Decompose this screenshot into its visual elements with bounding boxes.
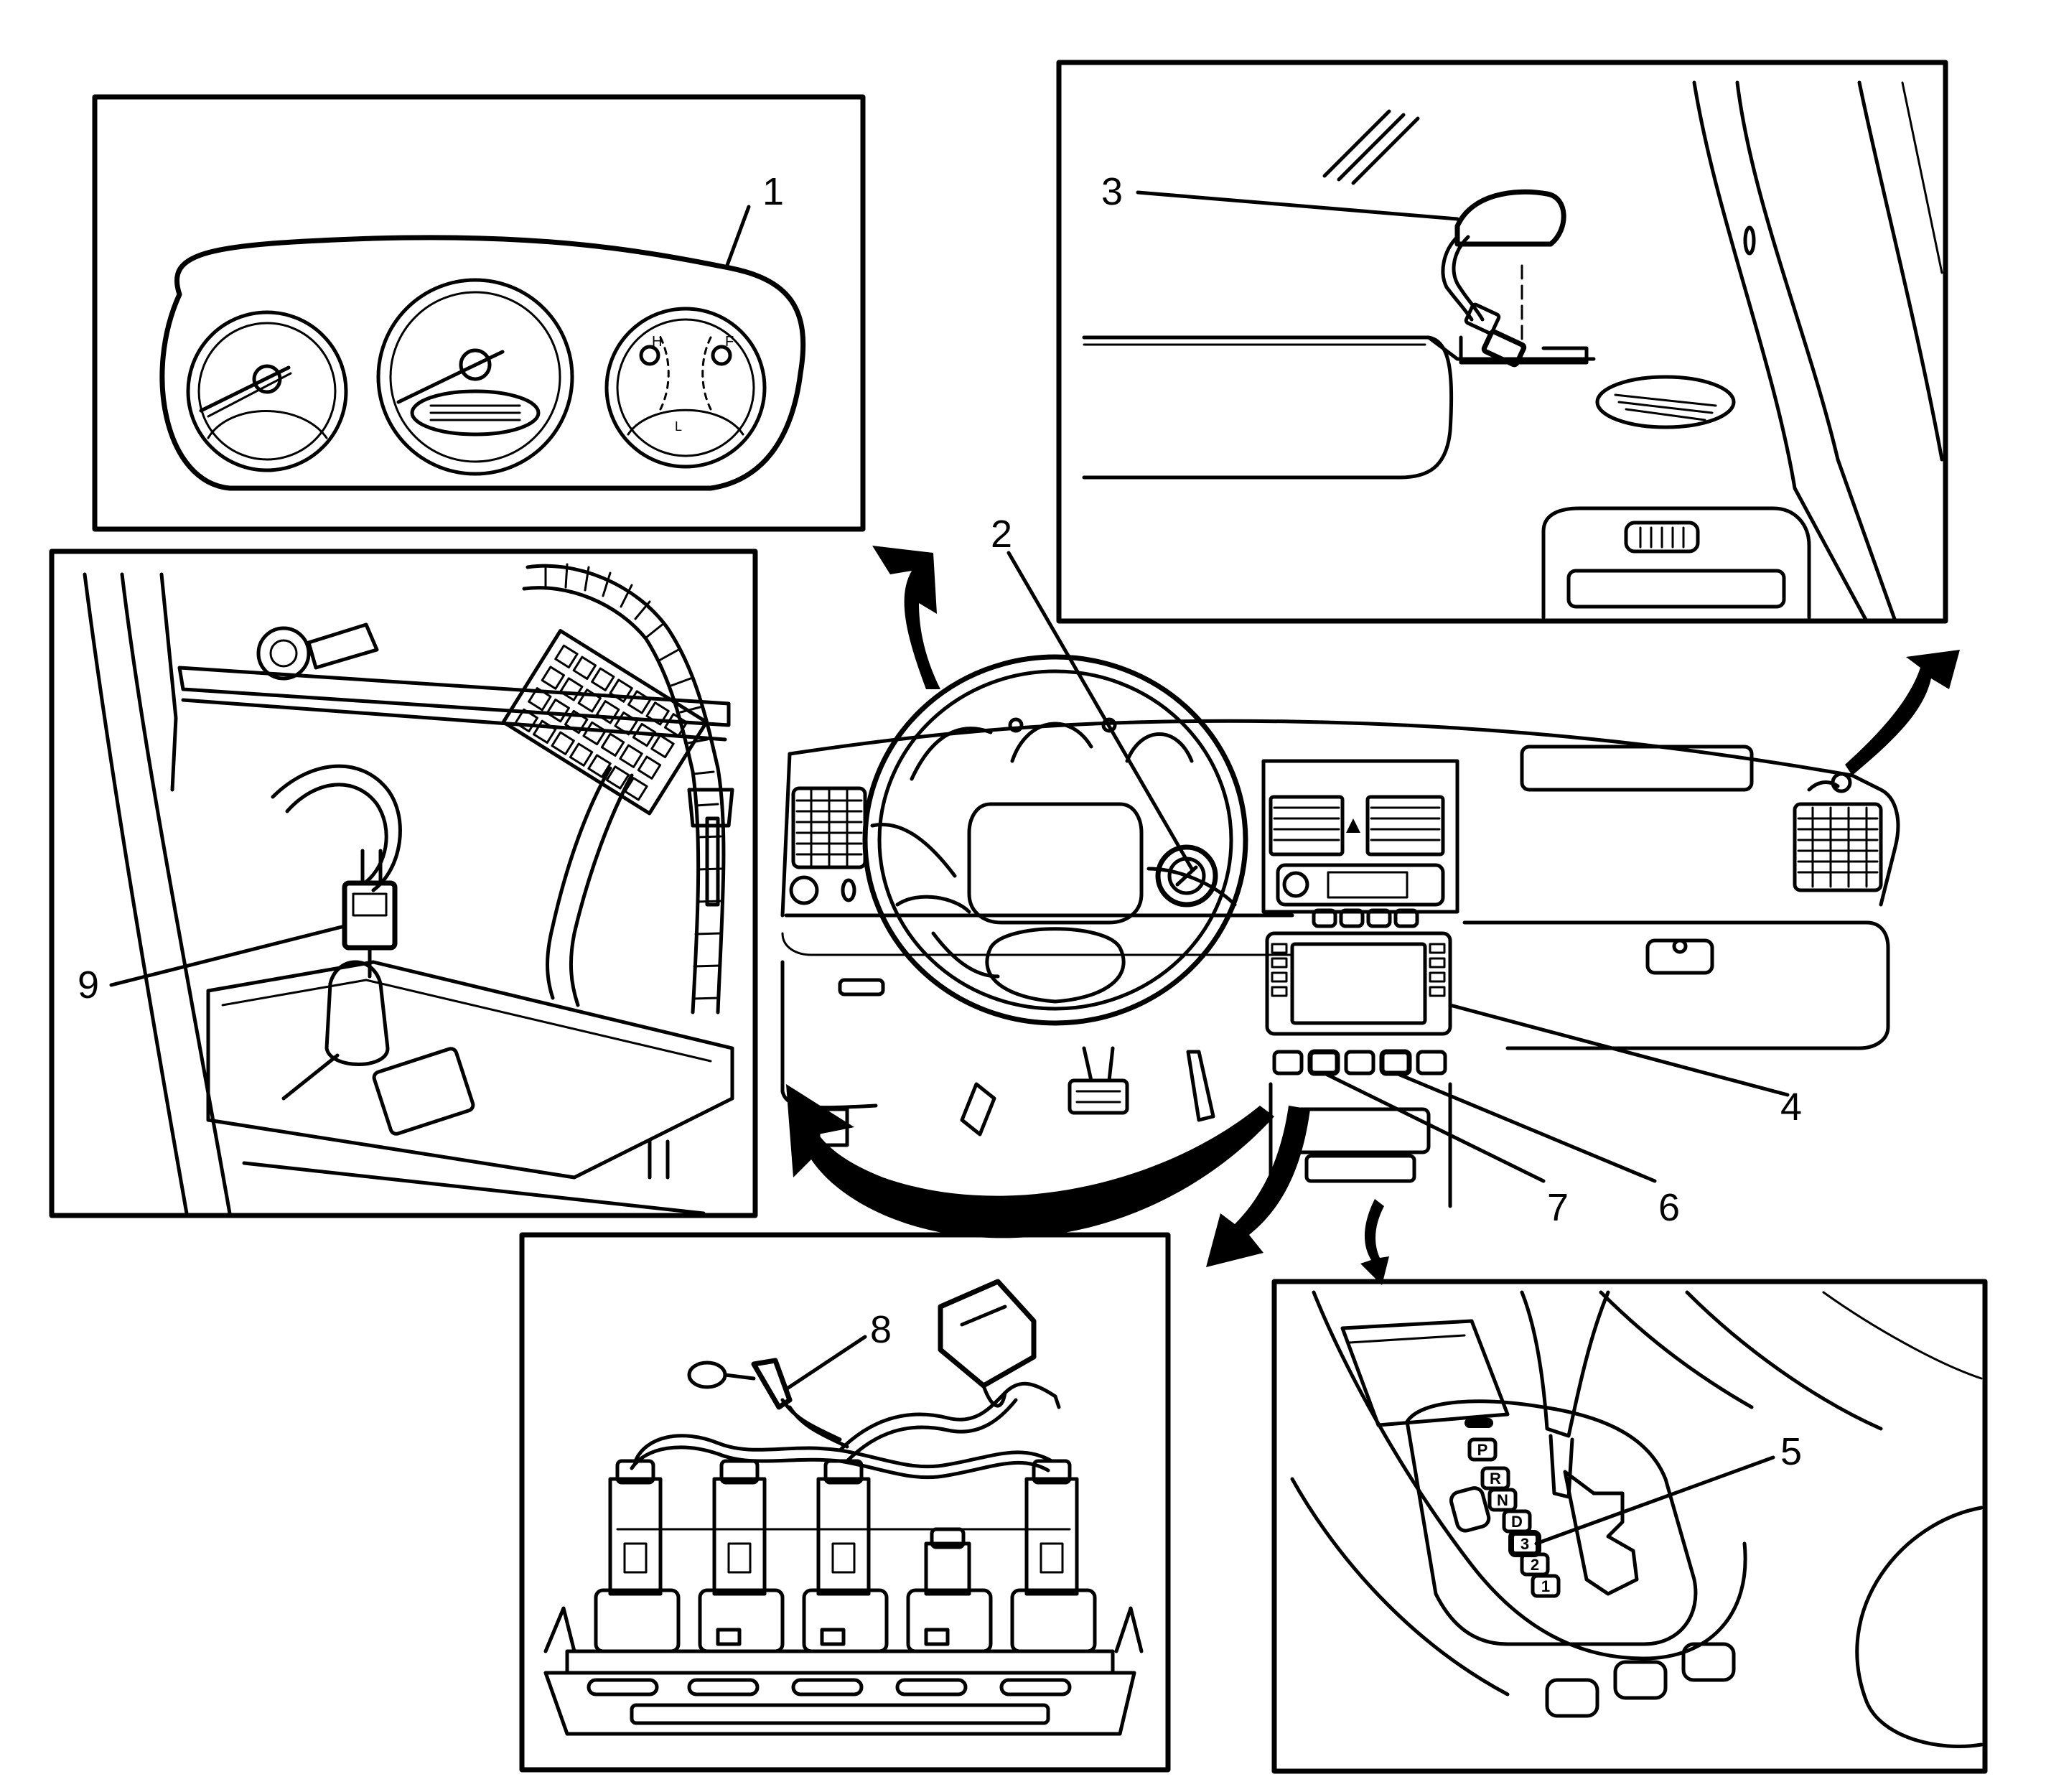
callout-8: 8 — [870, 1308, 892, 1351]
callout-7: 7 — [1547, 1186, 1569, 1229]
bulb-sockets — [608, 1459, 1079, 1596]
sensor-harness — [1441, 235, 1474, 322]
gear-2 — [1520, 1552, 1550, 1577]
shift-lever — [1520, 1290, 1610, 1438]
gear-label-p: P — [1477, 1441, 1488, 1459]
ignition-switch — [1155, 844, 1218, 907]
gear-label-2: 2 — [1531, 1556, 1539, 1574]
leader-line-8 — [784, 1335, 867, 1391]
arrow-to-shifter — [1360, 1199, 1389, 1285]
bulb-8 — [687, 1361, 727, 1389]
gear-n — [1487, 1488, 1518, 1512]
gear-label-3: 3 — [1521, 1535, 1529, 1553]
leader-line-7 — [1322, 1071, 1546, 1183]
leader-line-6 — [1394, 1071, 1657, 1183]
gauge-letter-h: H — [652, 334, 662, 350]
gear-label-r: R — [1490, 1470, 1501, 1488]
panel-frame — [519, 1232, 1171, 1773]
shift-gate — [1563, 1470, 1639, 1596]
console-buttons — [1545, 1642, 1736, 1718]
a-pillar — [1692, 80, 1869, 623]
display-4 — [1265, 931, 1452, 1036]
panel-instrument-cluster: H F L 1 — [92, 94, 866, 532]
gear-p — [1467, 1437, 1498, 1462]
leader-line-9 — [109, 924, 347, 987]
steering-wheel — [862, 654, 1248, 1026]
shifter-bezel — [1405, 1399, 1698, 1646]
speedometer-needle — [396, 350, 505, 404]
glovebox — [1462, 920, 1890, 1050]
speedometer-gauge — [376, 278, 574, 476]
gear-1 — [1531, 1574, 1561, 1598]
cross-car-beam — [177, 666, 731, 727]
side-vent — [1595, 375, 1736, 429]
storage-bin — [1340, 1319, 1510, 1427]
arrow-to-cluster — [872, 546, 940, 689]
sensor-3 — [1454, 189, 1566, 247]
gear-label-n: N — [1497, 1491, 1508, 1509]
panel-frame — [1056, 60, 1948, 624]
airbag-pad — [967, 802, 1144, 925]
switch-connector — [938, 1279, 1037, 1389]
gear-label-1: 1 — [1541, 1577, 1550, 1595]
callout-4: 4 — [1780, 1086, 1802, 1129]
gauge-letter-f: F — [725, 334, 734, 350]
switch-bank — [1272, 1049, 1447, 1076]
round-connector — [256, 626, 311, 681]
parking-brake-pedal — [960, 1082, 996, 1137]
leader-line-2 — [1006, 551, 1194, 871]
cluster-housing — [159, 235, 806, 491]
panel-frame — [49, 549, 758, 1218]
callout-2: 2 — [991, 513, 1012, 556]
switch-7 — [1307, 1049, 1340, 1076]
switch-6 — [1379, 1049, 1412, 1076]
panel-harness-behind-dash: 9 — [49, 549, 758, 1218]
arrow-to-switch-detail — [1206, 1106, 1310, 1267]
fuel-temp-gauge — [604, 307, 767, 469]
right-vent — [1793, 802, 1883, 892]
dashboard-overview: 2 4 7 — [780, 513, 1900, 1229]
callout-3: 3 — [1101, 170, 1123, 213]
panel-frame — [92, 94, 866, 532]
dash-outline — [788, 719, 1900, 907]
brake-pedal — [1068, 1078, 1129, 1115]
sensor-connector — [1481, 329, 1527, 368]
direction-arrows — [786, 546, 1960, 1285]
accelerator-pedal — [1186, 1050, 1215, 1122]
odometer-display — [410, 389, 541, 437]
callout-9: 9 — [78, 963, 99, 1007]
callout-5: 5 — [1780, 1430, 1802, 1473]
callout-1: 1 — [762, 170, 784, 213]
conduit — [525, 564, 726, 1014]
arrow-to-sensor — [1845, 650, 1960, 775]
panel-switch-bank-detail: 8 — [519, 1232, 1171, 1773]
multi-pin-connector — [501, 629, 709, 816]
center-stack — [1261, 759, 1459, 914]
gauge-letter-l: L — [675, 419, 682, 434]
panel-frame — [1271, 1279, 1988, 1774]
switch-bodies — [594, 1588, 1097, 1653]
panel-shifter-detail: P R N D 3 2 1 5 — [1271, 1279, 1988, 1774]
dash-top — [1082, 335, 1454, 480]
callout-6: 6 — [1658, 1186, 1680, 1229]
tachometer-gauge — [186, 310, 348, 472]
switch-base-plate — [543, 1671, 1136, 1736]
tachometer-needle — [199, 365, 291, 413]
panel-sunload-sensor: 3 — [1056, 60, 1948, 624]
leader-line-5 — [1534, 1455, 1775, 1546]
arrow-to-harness — [786, 1084, 1274, 1238]
leader-line-1 — [724, 205, 751, 269]
leader-line-3 — [1136, 190, 1459, 221]
gear-label-d: D — [1511, 1513, 1523, 1531]
